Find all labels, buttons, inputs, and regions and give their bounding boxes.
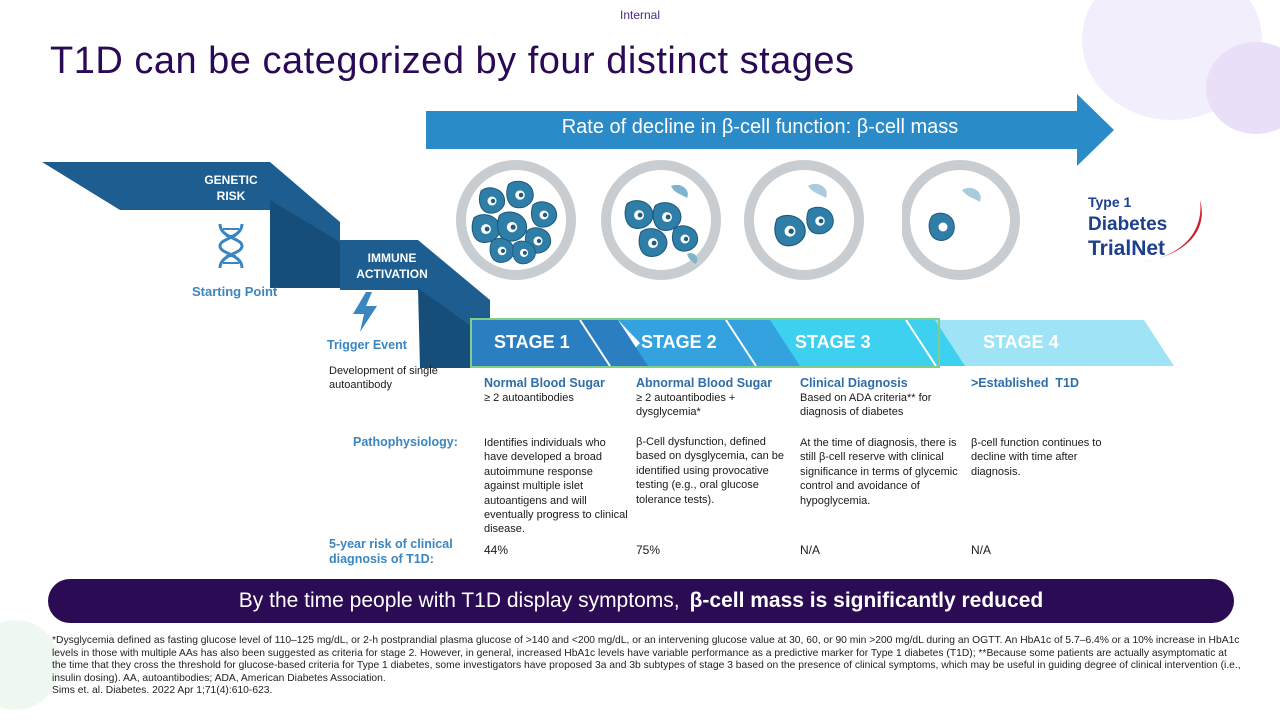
stage-4-heading: >Established T1D <box>971 376 1080 390</box>
stage-1-criteria: ≥ 2 autoantibodies <box>484 392 574 404</box>
islet-partial-1 <box>601 160 721 280</box>
stage-3-risk: N/A <box>800 543 821 557</box>
banner-text: By the time people with T1D display symp… <box>238 589 680 612</box>
footnote: *Dysglycemia defined as fasting glucose … <box>52 635 1242 698</box>
stage-3-criteria: Based on ADA criteria** for diagnosis of… <box>800 392 932 419</box>
development-label: Development of single autoantibody <box>329 365 438 392</box>
genetic-risk-step: GENETIC RISK <box>204 173 258 203</box>
stage-1-heading: Normal Blood Sugar <box>484 376 605 390</box>
banner-bold-text: β-cell mass is significantly reduced <box>689 589 1044 612</box>
stage-3-label: STAGE 3 <box>795 332 871 352</box>
stage-3-heading: Clinical Diagnosis <box>800 376 908 390</box>
trialnet-logo: Type 1 Diabetes TrialNet <box>1082 192 1210 264</box>
trigger-event-label: Trigger Event <box>327 338 407 352</box>
stage-4-risk: N/A <box>971 543 992 557</box>
pathophysiology-row-label: Pathophysiology: <box>353 435 458 449</box>
decline-arrow <box>426 94 1114 166</box>
immune-activation-step: IMMUNE ACTIVATION <box>356 251 428 281</box>
starting-point-label: Starting Point <box>192 284 278 299</box>
stage-2-risk: 75% <box>636 543 661 557</box>
key-message-banner: By the time people with T1D display symp… <box>48 579 1234 623</box>
risk-row-label: 5-year risk of clinical diagnosis of T1D… <box>329 537 453 566</box>
risk-staircase <box>42 162 490 368</box>
dna-icon <box>218 223 244 269</box>
logo-line2: Diabetes <box>1088 214 1168 235</box>
islet-partial-2 <box>744 160 864 280</box>
logo-line3: TrialNet <box>1088 237 1166 260</box>
stage-2-pathophysiology: β-Cell dysfunction, defined based on dys… <box>636 436 784 506</box>
stage-1-pathophysiology: Identifies individuals who have develope… <box>484 437 628 536</box>
stage-2-label: STAGE 2 <box>641 332 717 352</box>
beta-cell-illustrations <box>456 160 864 280</box>
page-title: T1D can be categorized by four distinct … <box>50 40 855 82</box>
stage-2-criteria: ≥ 2 autoantibodies + dysglycemia* <box>636 392 736 419</box>
logo-line1: Type 1 <box>1088 194 1132 210</box>
stage-3-pathophysiology: At the time of diagnosis, there is still… <box>800 437 958 507</box>
decline-arrow-label: Rate of decline in β-cell function: β-ce… <box>561 116 959 138</box>
decor-circle-green <box>0 620 60 710</box>
stage-arrows <box>470 318 1174 368</box>
stage-2-heading: Abnormal Blood Sugar <box>636 376 773 390</box>
classification-label: Internal <box>619 8 661 22</box>
stage-highlight-outline <box>470 318 940 368</box>
islet-minimal <box>902 160 1020 280</box>
lightning-icon <box>353 292 377 332</box>
footnote-citation: Sims et. al. Diabetes. 2022 Apr 1;71(4):… <box>52 685 273 697</box>
stage-4-pathophysiology: β-cell function continues to decline wit… <box>971 437 1102 478</box>
stage-4-label: STAGE 4 <box>983 332 1059 352</box>
footnote-text: *Dysglycemia defined as fasting glucose … <box>52 635 1241 684</box>
stage-1-risk: 44% <box>484 543 509 557</box>
decor-circle-medium <box>1206 42 1280 134</box>
islet-full <box>456 160 576 280</box>
stage-1-label: STAGE 1 <box>494 332 570 352</box>
